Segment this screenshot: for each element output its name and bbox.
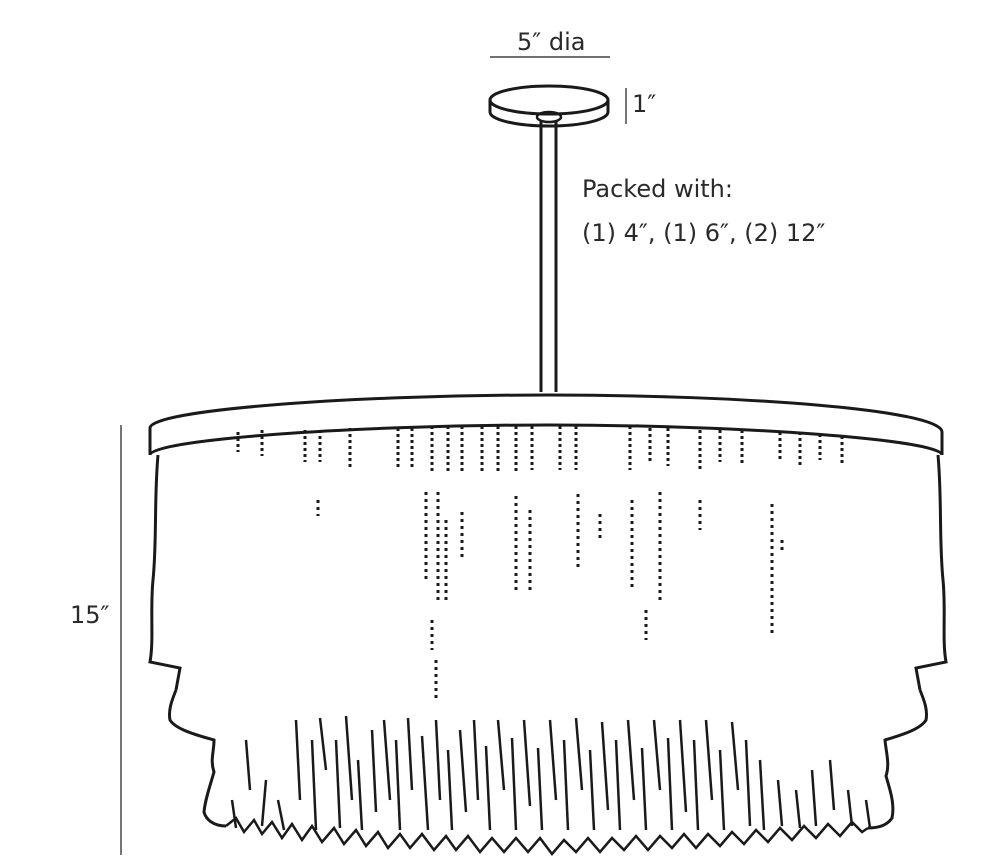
upper-shade-outline <box>148 454 948 691</box>
canopy <box>488 84 610 128</box>
fringe-upper <box>236 426 844 472</box>
fixture-height-dimension: 15″ <box>70 425 122 855</box>
top-ring <box>148 393 944 456</box>
lower-shade-outline <box>168 689 928 830</box>
stem-note-line1: Packed with: <box>582 175 733 203</box>
stem-note-line2: (1) 4″, (1) 6″, (2) 12″ <box>582 219 825 247</box>
fringe-middle <box>316 492 784 700</box>
fixture-height-label: 15″ <box>70 601 110 629</box>
canopy-diameter-label: 5″ dia <box>517 28 585 56</box>
fringe-bottom-edge <box>225 816 869 856</box>
stem-note: Packed with: (1) 4″, (1) 6″, (2) 12″ <box>582 175 825 247</box>
fringe-lower <box>230 715 872 831</box>
canopy-height-label: 1″ <box>632 90 656 118</box>
stem <box>539 121 558 392</box>
canopy-diameter-dimension: 5″ dia <box>490 28 610 58</box>
canopy-height-dimension: 1″ <box>625 88 656 124</box>
